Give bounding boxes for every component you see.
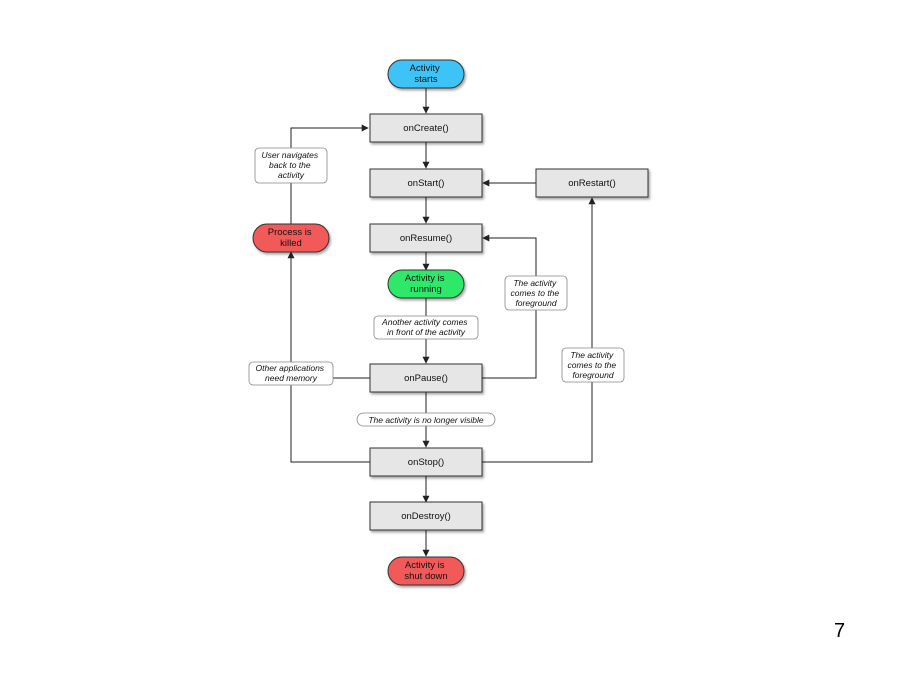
note-comes-to-foreground-2: [561, 347, 625, 383]
connectors: [287, 88, 596, 557]
note-no-longer-visible-text: The activity is no longer visible: [368, 415, 484, 425]
onresume-label: onResume(): [400, 233, 452, 244]
onstart-label: onStart(): [408, 178, 445, 189]
arrow-onstop-to-onrestart: [482, 197, 596, 463]
onrestart-box: [535, 168, 649, 198]
activity-running-node: [387, 269, 465, 299]
activity-shut-down-label: Activity is shut down: [404, 560, 447, 582]
process-killed-label: Process is killed: [268, 227, 314, 249]
activity-running-label: Activity is running: [405, 273, 447, 295]
page-number: 7: [834, 620, 846, 642]
onresume-box: [369, 223, 483, 253]
line-onstop-to-left: [290, 378, 370, 463]
note-another-activity-in-front-text: Another activity comes in front of the a…: [381, 317, 470, 337]
note-comes-to-foreground-2-text: The activity comes to the foreground: [567, 350, 618, 380]
activity-starts-label: Activity starts: [410, 63, 443, 85]
note-user-navigates-back: [254, 147, 328, 184]
arrow-killed-to-oncreate: [290, 124, 369, 224]
arrow-onpause-to-killed: [287, 251, 370, 379]
onpause-label: onPause(): [404, 373, 448, 384]
onrestart-label: onRestart(): [568, 178, 616, 189]
onstop-box: [369, 447, 483, 477]
onstart-box: [369, 168, 483, 198]
oncreate-box: [369, 113, 483, 143]
oncreate-label: onCreate(): [403, 123, 448, 134]
activity-shut-down-node: [387, 556, 465, 586]
note-other-apps-need-memory: [248, 361, 334, 386]
onstop-label: onStop(): [408, 457, 444, 468]
onpause-box: [369, 363, 483, 393]
note-another-activity-in-front: [373, 315, 479, 340]
note-other-apps-need-memory-text: Other applications need memory: [256, 363, 327, 383]
note-no-longer-visible: [356, 412, 496, 427]
ondestroy-label: onDestroy(): [401, 511, 451, 522]
process-killed-node: [252, 223, 330, 253]
note-comes-to-foreground-1-text: The activity comes to the foreground: [510, 278, 561, 308]
note-user-navigates-back-text: User navigates back to the activity: [261, 150, 320, 180]
note-comes-to-foreground-1: [504, 275, 568, 311]
activity-starts-node: [387, 59, 465, 89]
ondestroy-box: [369, 501, 483, 531]
